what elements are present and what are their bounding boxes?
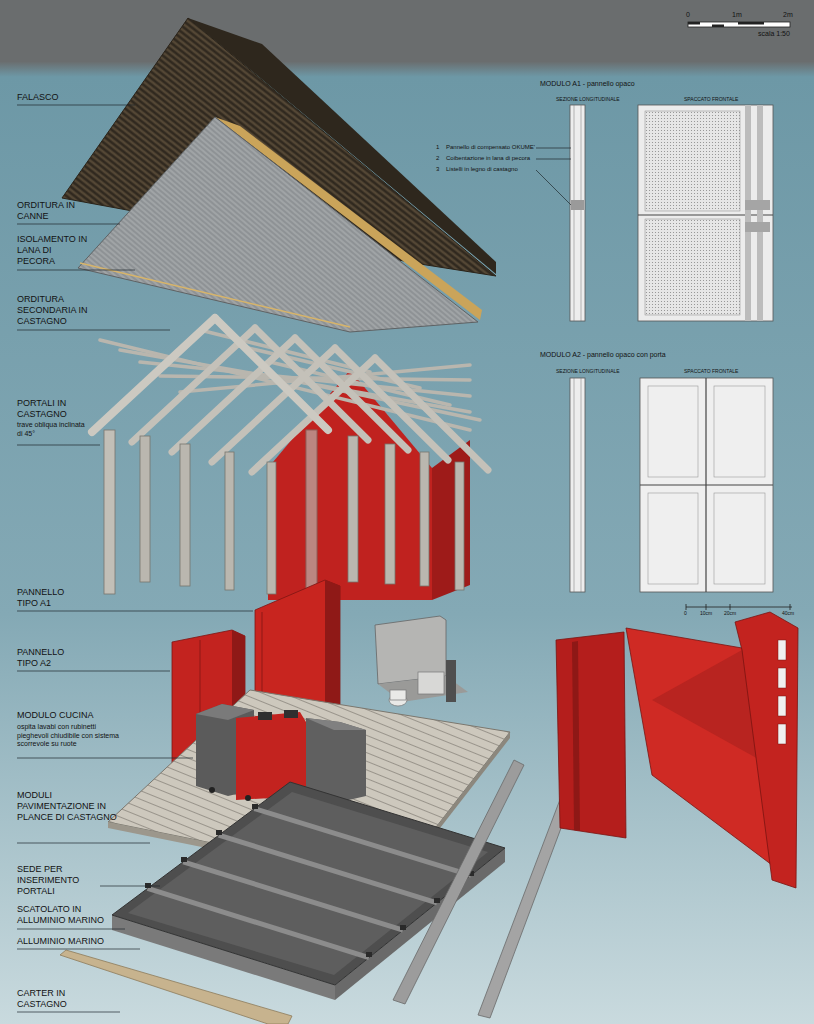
scale-label: scala 1:50 — [758, 30, 790, 39]
callout-text: Listelli in legno di castagno — [446, 166, 518, 173]
scale-label: 20cm — [724, 610, 736, 616]
aluminium-base — [112, 782, 505, 1000]
part-label: ISOLAMENTO IN LANA DI PECORA — [17, 234, 89, 267]
part-label: FALASCO — [17, 92, 59, 103]
view-title: SEZIONE LONGITUDINALE — [556, 96, 620, 102]
panel-title: MODULO A1 - pannello opaco — [540, 80, 635, 89]
scale-label: 0 — [684, 610, 687, 616]
detail-scale-bar — [686, 604, 792, 610]
part-label: CARTER IN CASTAGNO — [17, 988, 97, 1010]
panel-a2-detail — [570, 378, 773, 592]
view-title: SPACCATO FRONTALE — [684, 96, 738, 102]
part-label: SCATOLATO IN ALLUMINIO MARINO — [17, 904, 117, 926]
view-title: SEZIONE LONGITUDINALE — [556, 368, 620, 374]
panel-title: MODULO A2 - pannello opaco con porta — [540, 351, 666, 360]
red-panels-exploded — [556, 612, 798, 888]
scale-label: 10cm — [700, 610, 712, 616]
callout-text: Coibentazione in lana di pecora — [446, 155, 530, 162]
callout-number: 3 — [436, 166, 439, 173]
part-label: PANNELLO TIPO A2 — [17, 647, 87, 669]
plank-roof — [78, 117, 482, 332]
view-title: SPACCATO FRONTALE — [684, 368, 738, 374]
part-label: PORTALI IN CASTAGNO — [17, 398, 97, 420]
part-note: ospita lavabi con rubinetti pieghevoli c… — [17, 723, 125, 749]
part-label: ORDITURA IN CANNE — [17, 200, 97, 222]
part-label: PANNELLO TIPO A1 — [17, 587, 87, 609]
part-note: trave obliqua inclinata di 45° — [17, 421, 87, 438]
scale-label: 0 — [686, 11, 690, 20]
part-label: MODULI PAVIMENTAZIONE IN PLANCE DI CASTA… — [17, 790, 117, 823]
part-label: ALLUMINIO MARINO — [17, 936, 104, 947]
scale-bar — [688, 22, 790, 27]
carter-boards — [60, 760, 582, 1024]
scale-label: 1m — [732, 11, 742, 20]
part-label: ORDITURA SECONDARIA IN CASTAGNO — [17, 294, 99, 327]
callout-text: Pannello di compensato OKUME' — [446, 144, 535, 151]
part-label: SEDE PER INSERIMENTO PORTALI — [17, 864, 95, 897]
callout-number: 1 — [436, 144, 439, 151]
panel-a1-detail — [570, 105, 773, 321]
leader-lines — [17, 105, 571, 1012]
bathroom-module — [375, 616, 468, 706]
scale-label: 2m — [783, 11, 793, 20]
portal-frames — [92, 318, 488, 594]
callout-number: 2 — [436, 155, 439, 162]
part-label: MODULO CUCINA — [17, 710, 94, 721]
scale-label: 40cm — [782, 610, 794, 616]
